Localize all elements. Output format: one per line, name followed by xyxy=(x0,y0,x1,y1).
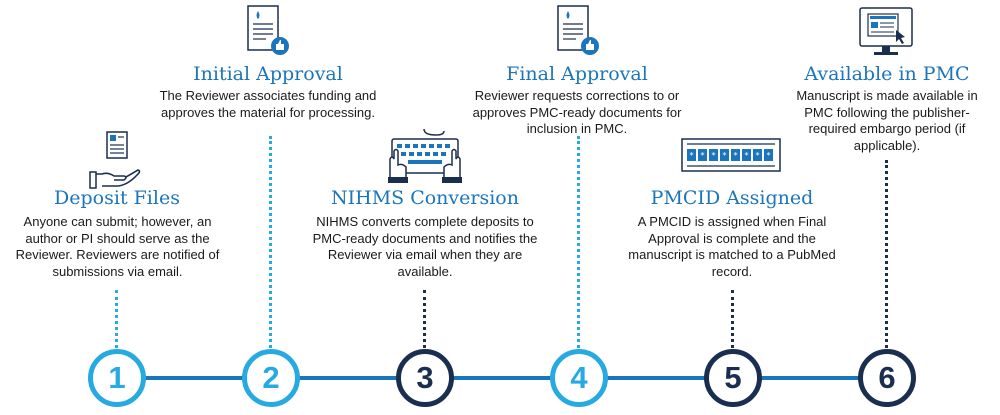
step-6-connector xyxy=(885,160,888,348)
svg-text:*: * xyxy=(723,151,727,160)
step-1-circle: 1 xyxy=(88,349,146,407)
svg-text:*: * xyxy=(745,151,749,160)
step-6-title: Available in PMC xyxy=(804,63,970,85)
svg-text:*: * xyxy=(690,151,694,160)
document-approve-icon xyxy=(247,5,289,55)
step-4-connector xyxy=(577,136,580,348)
document-approve-icon xyxy=(557,5,599,55)
step-3-circle: 3 xyxy=(396,349,454,407)
step-6-circle: 6 xyxy=(858,349,916,407)
svg-text:*: * xyxy=(712,151,716,160)
timeline-line xyxy=(100,376,900,380)
monitor-cursor-icon xyxy=(859,7,913,55)
step-1-description: Anyone can submit; however, an author or… xyxy=(15,214,220,279)
svg-text:*: * xyxy=(767,151,771,160)
step-5-connector xyxy=(731,290,734,348)
step-2-connector xyxy=(269,136,272,348)
step-3-title: NIHMS Conversion xyxy=(331,187,519,209)
hand-document-icon xyxy=(89,131,141,189)
id-field-icon: * * * * * * * * xyxy=(681,138,781,172)
step-1-connector xyxy=(115,290,118,348)
step-1-title: Deposit Files xyxy=(54,187,180,209)
step-3-description: NIHMS converts complete deposits to PMC-… xyxy=(312,214,538,279)
step-5-description: A PMCID is assigned when Final Approval … xyxy=(628,214,836,279)
step-5-circle: 5 xyxy=(704,349,762,407)
svg-text:*: * xyxy=(701,151,705,160)
step-4-circle: 4 xyxy=(550,349,608,407)
step-2-circle: 2 xyxy=(242,349,300,407)
step-4-description: Reviewer requests corrections to or appr… xyxy=(472,88,682,136)
svg-text:*: * xyxy=(756,151,760,160)
keyboard-typing-icon xyxy=(388,128,462,183)
step-3-connector xyxy=(423,290,426,348)
step-4-title: Final Approval xyxy=(506,63,648,85)
step-2-title: Initial Approval xyxy=(193,63,343,85)
step-5-title: PMCID Assigned xyxy=(650,187,814,209)
step-2-description: The Reviewer associates funding and appr… xyxy=(159,88,377,120)
step-6-description: Manuscript is made available in PMC foll… xyxy=(796,88,978,153)
svg-text:*: * xyxy=(734,151,738,160)
